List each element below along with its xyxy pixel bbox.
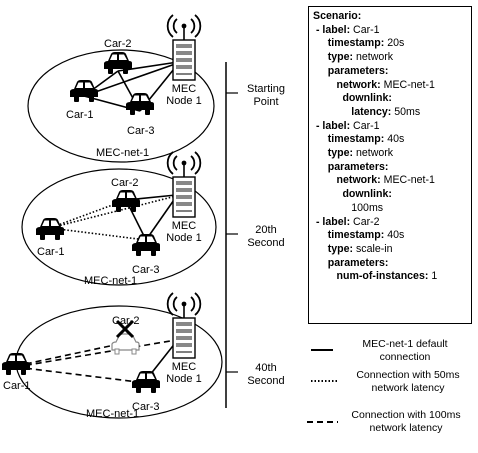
- mec-server-icon: [166, 292, 202, 359]
- scene-starting-point: Car-2 Car-1 Car-3 MEC Node 1 MEC-net-1 S…: [27, 14, 285, 163]
- legend-item-dashed: Connection with 100ms network latency: [307, 409, 461, 434]
- param-line: 100ms: [351, 201, 384, 214]
- mec-label-line2: Node 1: [166, 373, 201, 385]
- event-parameters-line: parameters:: [327, 160, 389, 173]
- removed-cross-icon: [115, 319, 135, 339]
- car-1-label: Car-1: [3, 380, 31, 392]
- network-label: MEC-net-1: [86, 408, 139, 420]
- time-label-line1: 20th: [255, 224, 276, 236]
- car-3-icon: [132, 371, 160, 393]
- scenario-title: Scenario:: [313, 10, 362, 22]
- event-timestamp-line: timestamp: 40s: [327, 229, 405, 242]
- mec-server-icon: [166, 14, 202, 81]
- legend-text-line1: Connection with 50ms: [356, 369, 459, 381]
- event-timestamp-line: timestamp: 40s: [327, 133, 405, 146]
- car-3-icon: [126, 93, 154, 115]
- time-label-line2: Second: [247, 237, 284, 249]
- event-parameters-line: parameters:: [327, 64, 389, 77]
- event-type-line: type: network: [327, 147, 394, 160]
- param-line: latency: 50ms: [351, 105, 421, 118]
- legend-text-line1: MEC-net-1 default: [362, 338, 447, 350]
- car-3-label: Car-3: [132, 401, 160, 413]
- param-line: network: MEC-net-1: [336, 174, 435, 187]
- legend-text-line2: network latency: [370, 422, 444, 434]
- car-1-icon: [2, 353, 30, 375]
- car-3-label: Car-3: [132, 264, 160, 276]
- mec-label-line1: MEC: [172, 361, 197, 373]
- time-label-line2: Second: [247, 375, 284, 387]
- param-line: downlink:: [342, 188, 392, 201]
- event-type-line: type: network: [327, 51, 394, 64]
- car-2-removed-icon: [111, 333, 140, 355]
- car-1-icon: [36, 218, 64, 240]
- network-label: MEC-net-1: [96, 147, 149, 159]
- car-1-label: Car-1: [37, 246, 65, 258]
- event-type-line: type: scale-in: [327, 242, 393, 255]
- car-2-label: Car-2: [111, 177, 139, 189]
- network-ellipse: [21, 168, 217, 286]
- legend-text-line1: Connection with 100ms: [351, 409, 460, 421]
- event-parameters-line: parameters:: [327, 256, 389, 269]
- time-label-line1: 40th: [255, 362, 276, 374]
- legend-item-dotted: Connection with 50ms network latency: [311, 369, 460, 394]
- car-2-label: Car-2: [104, 38, 132, 50]
- mec-label-line2: Node 1: [166, 232, 201, 244]
- network-ellipse: [27, 49, 215, 163]
- car-3-label: Car-3: [127, 125, 155, 137]
- legend: MEC-net-1 default connection Connection …: [307, 338, 461, 434]
- param-line: num-of-instances: 1: [336, 270, 438, 283]
- legend-item-solid: MEC-net-1 default connection: [311, 338, 448, 363]
- mec-label-line1: MEC: [172, 83, 197, 95]
- param-line: network: MEC-net-1: [336, 78, 435, 91]
- mec-label-line2: Node 1: [166, 95, 201, 107]
- legend-text-line2: network latency: [372, 382, 446, 394]
- time-label-line2: Point: [253, 96, 278, 108]
- car-1-label: Car-1: [66, 109, 94, 121]
- scene-40th-second: Car-2 Car-1 Car-3 MEC Node 1 MEC-net-1 4…: [2, 292, 285, 420]
- legend-text-line2: connection: [380, 351, 431, 363]
- mec-label-line1: MEC: [172, 220, 197, 232]
- car-2-label: Car-2: [112, 315, 140, 327]
- event-label-line: - label: Car-1: [315, 23, 380, 36]
- time-label-line1: Starting: [247, 83, 285, 95]
- scene-20th-second: Car-2 Car-1 Car-3 MEC Node 1 MEC-net-1 2…: [21, 151, 285, 287]
- event-timestamp-line: timestamp: 20s: [327, 37, 405, 50]
- event-label-line: - label: Car-1: [315, 119, 380, 132]
- scenario-box: Scenario: - label: Car-1 timestamp: 20s …: [308, 6, 472, 324]
- event-label-line: - label: Car-2: [315, 215, 380, 228]
- network-label: MEC-net-1: [84, 275, 137, 287]
- car-1-icon: [70, 80, 98, 102]
- mec-server-icon: [166, 151, 202, 218]
- param-line: downlink:: [342, 92, 392, 105]
- car-3-icon: [132, 234, 160, 256]
